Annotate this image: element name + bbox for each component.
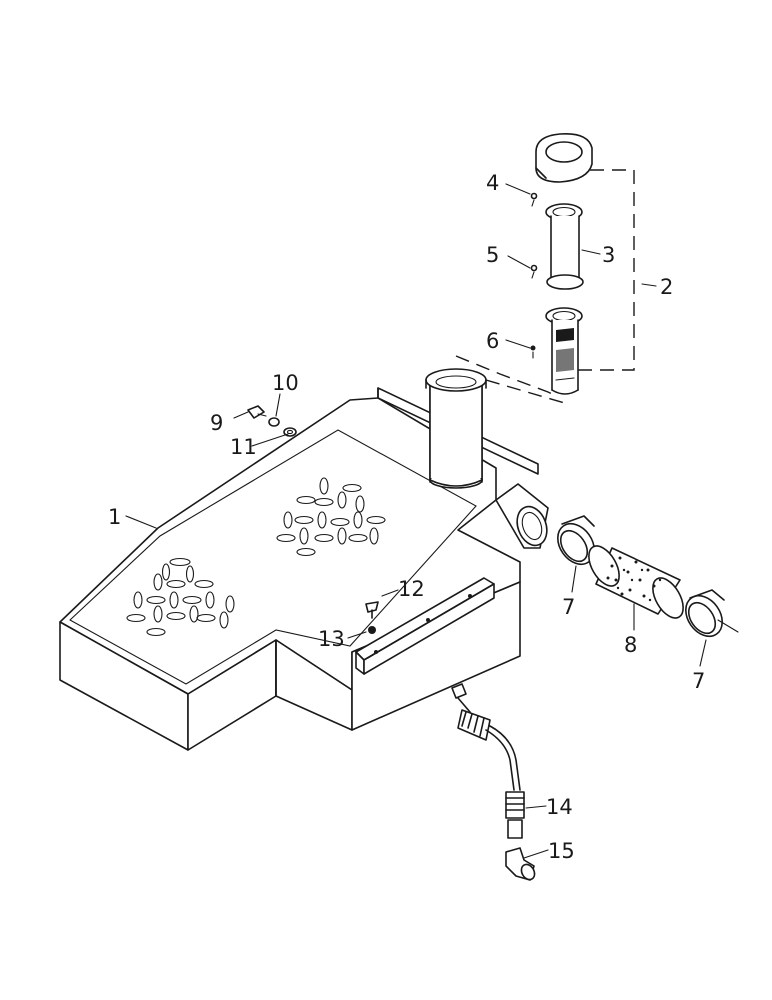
callout-4: 4 <box>486 171 499 195</box>
callout-1: 1 <box>108 505 121 529</box>
tank-filler-neck <box>425 368 487 489</box>
callout-2: 2 <box>660 275 673 299</box>
callout-7b: 7 <box>692 669 705 693</box>
callout-10: 10 <box>272 371 299 395</box>
callout-7a: 7 <box>562 595 575 619</box>
hose-clamp-right <box>685 589 725 638</box>
leader-lines <box>125 183 707 859</box>
filler-tube-upper <box>545 203 584 290</box>
fuel-line-hose <box>451 683 525 839</box>
small-screws <box>530 192 538 359</box>
alignment-line-neck <box>485 379 569 405</box>
hose-clamp-left <box>557 515 595 566</box>
callout-5: 5 <box>486 243 499 267</box>
sender-plate <box>355 577 495 675</box>
callout-15: 15 <box>548 839 575 863</box>
screw-12 <box>365 601 379 619</box>
emboss-pattern-right <box>276 477 386 557</box>
vent-axis-line <box>717 619 739 633</box>
washer-13 <box>368 626 376 634</box>
elbow-fitting-15 <box>505 847 536 881</box>
washer-10 <box>268 417 280 427</box>
callout-8: 8 <box>624 633 637 657</box>
callout-3: 3 <box>602 243 615 267</box>
callout-12: 12 <box>398 577 425 601</box>
filler-tube-lower <box>545 307 583 395</box>
callout-14: 14 <box>546 795 573 819</box>
callout-11: 11 <box>230 435 257 459</box>
bolt-9 <box>247 405 267 419</box>
group-2-bracket <box>578 169 635 371</box>
tank-outlet-stub <box>495 483 549 549</box>
callout-6: 6 <box>486 329 499 353</box>
fuel-tank <box>59 368 549 751</box>
emboss-pattern-left <box>126 557 235 637</box>
filter-sleeve <box>588 545 684 619</box>
callout-13: 13 <box>318 627 345 651</box>
alignment-line-filler <box>455 355 553 395</box>
filler-cap <box>535 132 593 183</box>
callout-9: 9 <box>210 411 223 435</box>
